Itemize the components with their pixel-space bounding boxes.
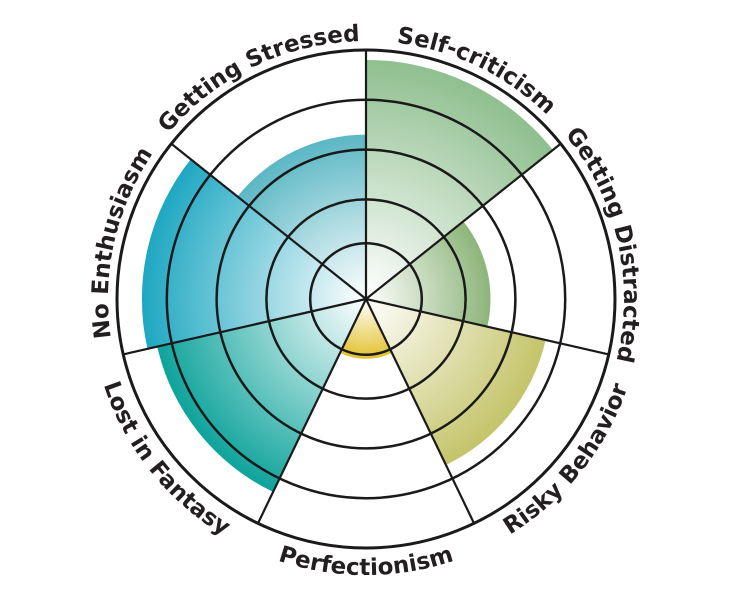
sector-risky-behavior — [366, 299, 546, 466]
sector-getting-stressed — [237, 134, 366, 299]
spoke-line — [365, 142, 562, 300]
sector-perfectionism — [340, 299, 392, 359]
sector-lost-in-fantasy — [157, 299, 366, 492]
spoke-line — [365, 297, 610, 356]
spoke-line — [170, 142, 367, 300]
spoke-line — [365, 298, 476, 524]
category-label: Risky Behavior — [499, 379, 634, 539]
spoke-line — [256, 298, 367, 524]
sector-self-criticism — [366, 59, 553, 300]
category-label: Getting Stressed — [153, 21, 360, 137]
spoke-line — [122, 297, 367, 356]
sector-getting-distracted — [366, 221, 491, 327]
